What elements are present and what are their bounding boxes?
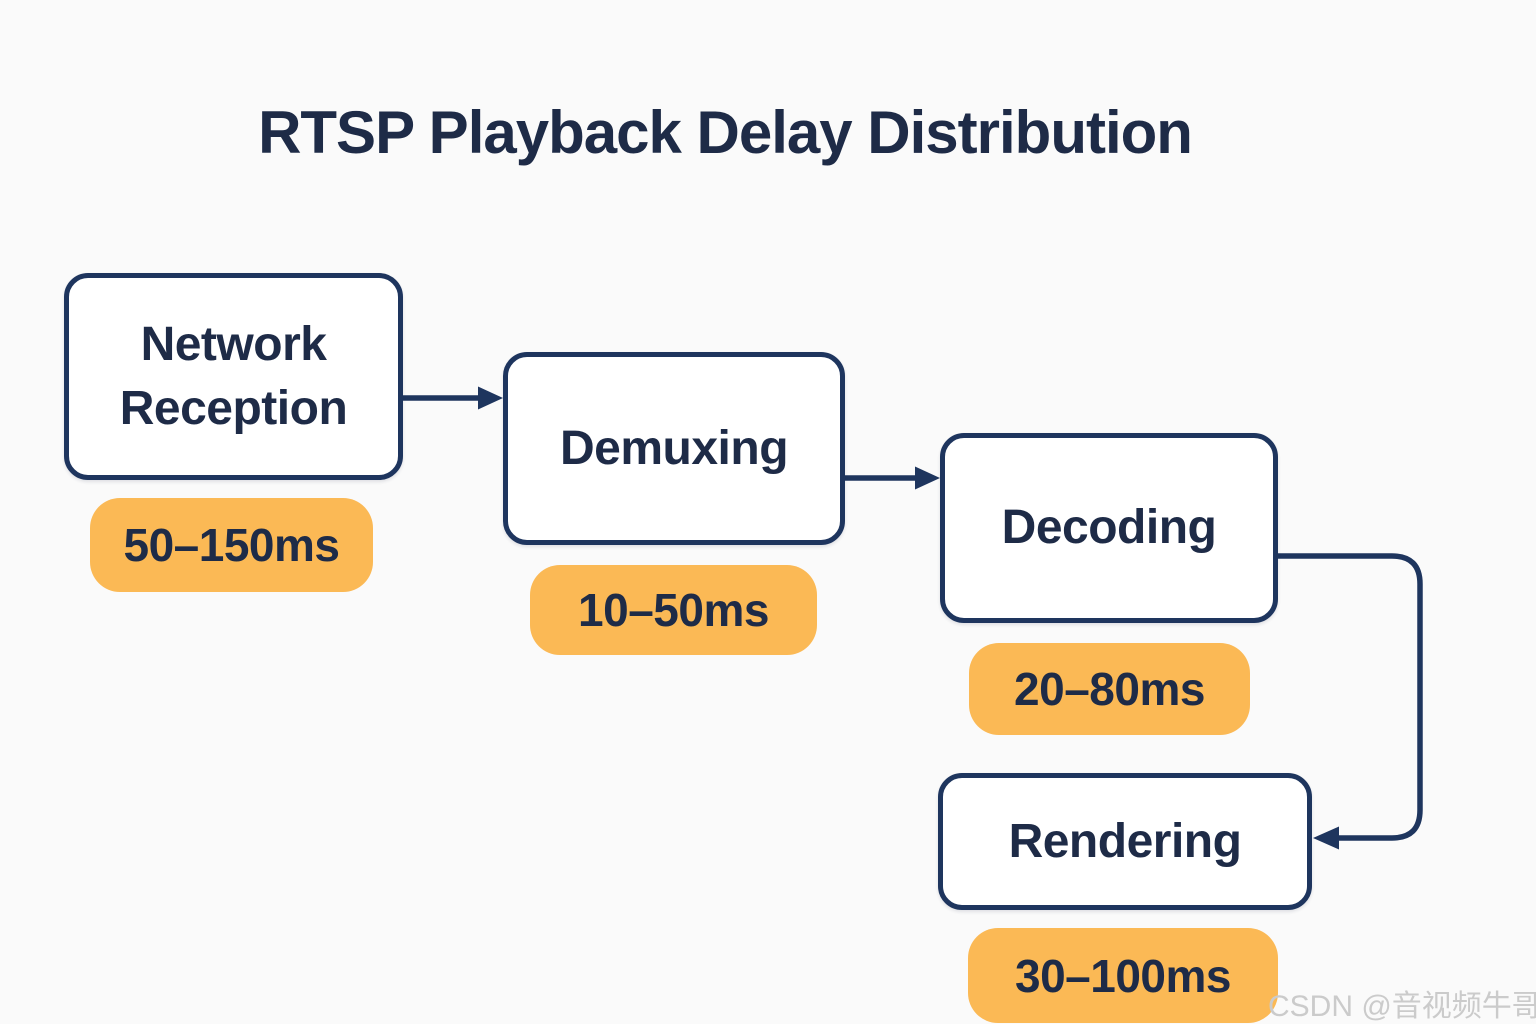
delay-badge-network-reception: 50–150ms	[90, 498, 373, 592]
diagram-title: RTSP Playback Delay Distribution	[258, 99, 1193, 166]
node-label-network-reception: Network Reception	[119, 318, 348, 435]
node-label-decoding: Decoding	[1001, 501, 1217, 555]
arrowhead-demuxing-to-decoding	[915, 466, 940, 490]
csdn-watermark: CSDN @音视频牛哥	[1268, 990, 1536, 1023]
delay-badge-decoding: 20–80ms	[969, 643, 1250, 735]
node-decoding: Decoding	[940, 433, 1278, 623]
delay-value-rendering: 30–100ms	[1015, 949, 1231, 1002]
delay-badge-demuxing: 10–50ms	[530, 565, 817, 655]
node-rendering: Rendering	[938, 773, 1312, 910]
delay-badge-rendering: 30–100ms	[968, 928, 1278, 1023]
delay-value-network-reception: 50–150ms	[123, 519, 340, 571]
node-label-demuxing: Demuxing	[559, 421, 789, 475]
node-demuxing: Demuxing	[503, 352, 845, 545]
delay-value-decoding: 20–80ms	[1014, 663, 1205, 715]
arrowhead-decoding-to-rendering	[1313, 826, 1339, 850]
node-network-reception: Network Reception	[64, 273, 403, 480]
delay-value-demuxing: 10–50ms	[578, 584, 769, 636]
node-label-rendering: Rendering	[1008, 814, 1242, 868]
arrowhead-network-to-demuxing	[478, 386, 503, 410]
